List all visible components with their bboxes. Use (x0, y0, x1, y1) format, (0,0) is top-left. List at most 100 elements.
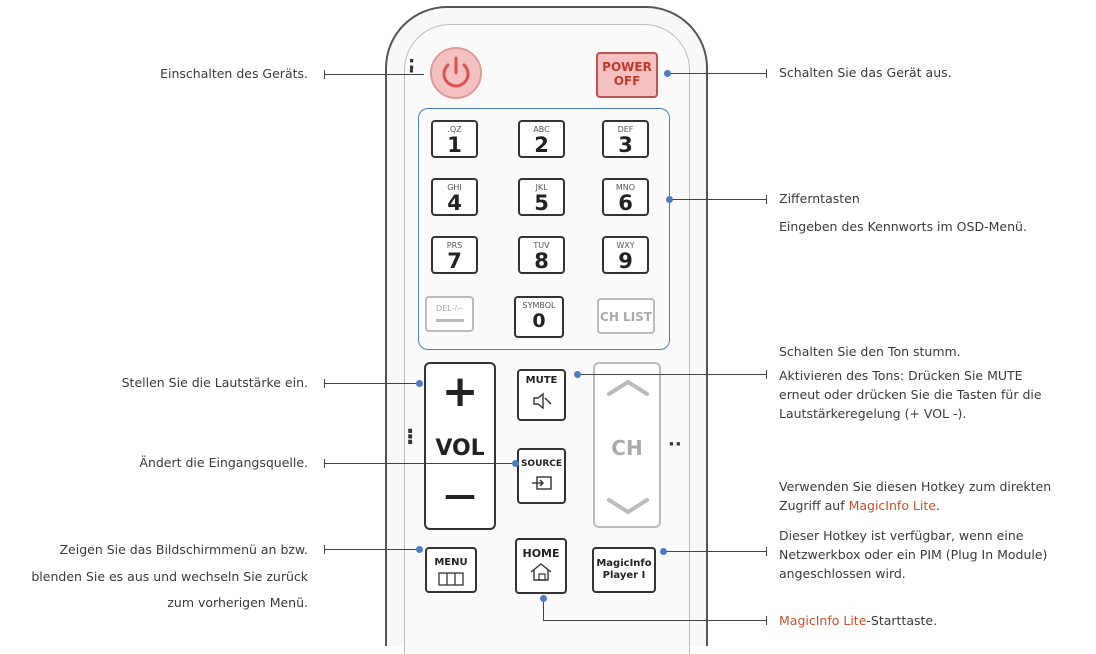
callout-line-mute (578, 374, 766, 375)
callout-dot (574, 371, 581, 378)
label-home-suffix: -Starttaste. (866, 613, 938, 628)
num-key-sub: WXY (616, 241, 635, 250)
callout-line-home-vertical (543, 598, 544, 620)
label-power-off: Schalten Sie das Gerät aus. (779, 65, 952, 80)
callout-line-numpad (670, 199, 766, 200)
callout-line-power-on (324, 74, 424, 75)
num-key-digit: 7 (447, 249, 462, 273)
num-key-5[interactable]: JKL 5 (518, 178, 565, 216)
power-icon (442, 56, 470, 88)
num-key-digit: 3 (618, 133, 633, 157)
menu-grid-icon (438, 572, 464, 586)
label-volume: Stellen Sie die Lautstärke ein. (121, 375, 308, 390)
callout-line-volume (324, 383, 420, 384)
label-menu-3: zum vorherigen Menü. (167, 595, 308, 610)
callout-line-source (324, 463, 516, 464)
magicinfo-label-2: Player I (602, 570, 646, 581)
label-menu-1: Zeigen Sie das Bildschirmmenü an bzw. (59, 542, 308, 557)
num-key-sub: TUV (533, 241, 550, 250)
channel-rocker[interactable]: CH (593, 362, 661, 528)
volume-up-label: + (441, 366, 479, 417)
label-magic-2: Zugriff auf MagicInfo Lite. (779, 497, 1089, 514)
volume-rocker[interactable]: + VOL — (424, 362, 496, 530)
callout-tick (324, 379, 325, 388)
menu-label: MENU (434, 557, 468, 568)
callout-tick (324, 459, 325, 468)
num-key-9[interactable]: WXY 9 (602, 236, 649, 274)
menu-key[interactable]: MENU (425, 547, 477, 593)
num-key-7[interactable]: PRS 7 (431, 236, 478, 274)
label-source: Ändert die Eingangsquelle. (139, 455, 308, 470)
power-off-label-2: OFF (613, 74, 641, 88)
callout-tick (766, 547, 767, 556)
callout-line-magicinfo (664, 551, 766, 552)
num-key-sub: JKL (535, 183, 548, 192)
callout-line-home (543, 620, 766, 621)
num-key-digit: 4 (447, 191, 462, 215)
label-numpad-2: Eingeben des Kennworts im OSD-Menü. (779, 219, 1027, 234)
callout-dot (416, 546, 423, 553)
num-key-digit: 8 (534, 249, 549, 273)
power-button[interactable] (430, 47, 482, 99)
braille-dots-vol: ⁝ (406, 425, 415, 450)
home-key[interactable]: HOME (515, 538, 567, 594)
callout-line-menu (324, 549, 420, 550)
num-key-sub: ABC (533, 125, 550, 134)
braille-dots: :· (408, 53, 416, 82)
callout-dot (416, 380, 423, 387)
source-key[interactable]: SOURCE (517, 448, 566, 504)
num-key-sub: MNO (615, 183, 636, 192)
label-numpad-1: Zifferntasten (779, 191, 860, 206)
power-off-button[interactable]: POWER OFF (596, 52, 658, 98)
label-menu-2: blenden Sie es aus und wechseln Sie zurü… (31, 569, 308, 584)
callout-dot (512, 460, 519, 467)
num-key-6[interactable]: MNO 6 (602, 178, 649, 216)
num-key-sub: PRS (446, 241, 463, 250)
callout-line-power-off (668, 73, 766, 74)
callout-tick (324, 545, 325, 554)
label-magic-1: Verwenden Sie diesen Hotkey zum direkten (779, 479, 1052, 494)
magicinfo-label-1: MagicInfo (596, 558, 652, 569)
num-key-8[interactable]: TUV 8 (518, 236, 565, 274)
num-key-3[interactable]: DEF 3 (602, 120, 649, 158)
label-magic-3: Dieser Hotkey ist verfügbar, wenn eine (779, 528, 1024, 543)
num-key-sub: DEF (617, 125, 634, 134)
mute-key[interactable]: MUTE (517, 369, 566, 421)
label-home-accent: MagicInfo Lite (779, 613, 867, 628)
callout-tick (766, 616, 767, 625)
label-mute-4: Lautstärkeregelung (+ VOL -). (779, 406, 967, 421)
label-magic-2-prefix: Zugriff auf (779, 498, 849, 513)
label-home: MagicInfo Lite-Starttaste. (779, 612, 1089, 629)
mute-label: MUTE (525, 375, 558, 386)
num-key-digit: 6 (618, 191, 633, 215)
del-key[interactable]: DEL-/-- (425, 296, 474, 332)
label-magic-5: angeschlossen wird. (779, 566, 906, 581)
del-key-label: DEL-/-- (436, 304, 463, 313)
channel-label: CH (611, 436, 643, 460)
power-off-label-1: POWER (602, 60, 652, 74)
num-key-sub: GHI (447, 183, 462, 192)
label-mute-1: Schalten Sie den Ton stumm. (779, 344, 961, 359)
symbol-zero-key[interactable]: SYMBOL 0 (514, 296, 564, 338)
volume-label: VOL (435, 436, 485, 461)
mute-speaker-icon (532, 392, 551, 410)
num-key-1[interactable]: .QZ 1 (431, 120, 478, 158)
home-icon (530, 563, 552, 581)
callout-tick (766, 370, 767, 379)
num-key-4[interactable]: GHI 4 (431, 178, 478, 216)
num-key-digit: 2 (534, 133, 549, 157)
magicinfo-player-key[interactable]: MagicInfo Player I (592, 547, 656, 593)
numpad-highlight-frame (418, 108, 670, 350)
label-magic-2-accent: MagicInfo Lite (848, 498, 936, 513)
dash-icon (435, 319, 464, 322)
source-input-icon (531, 476, 552, 490)
num-key-sub: .QZ (447, 125, 462, 134)
callout-tick (766, 69, 767, 78)
num-key-digit: 1 (447, 133, 462, 157)
volume-down-label: — (444, 476, 476, 514)
ch-list-key[interactable]: CH LIST (597, 298, 655, 334)
source-label: SOURCE (520, 459, 563, 469)
num-key-2[interactable]: ABC 2 (518, 120, 565, 158)
zero-digit: 0 (532, 310, 546, 332)
braille-dots-ch: ·· (668, 434, 682, 455)
